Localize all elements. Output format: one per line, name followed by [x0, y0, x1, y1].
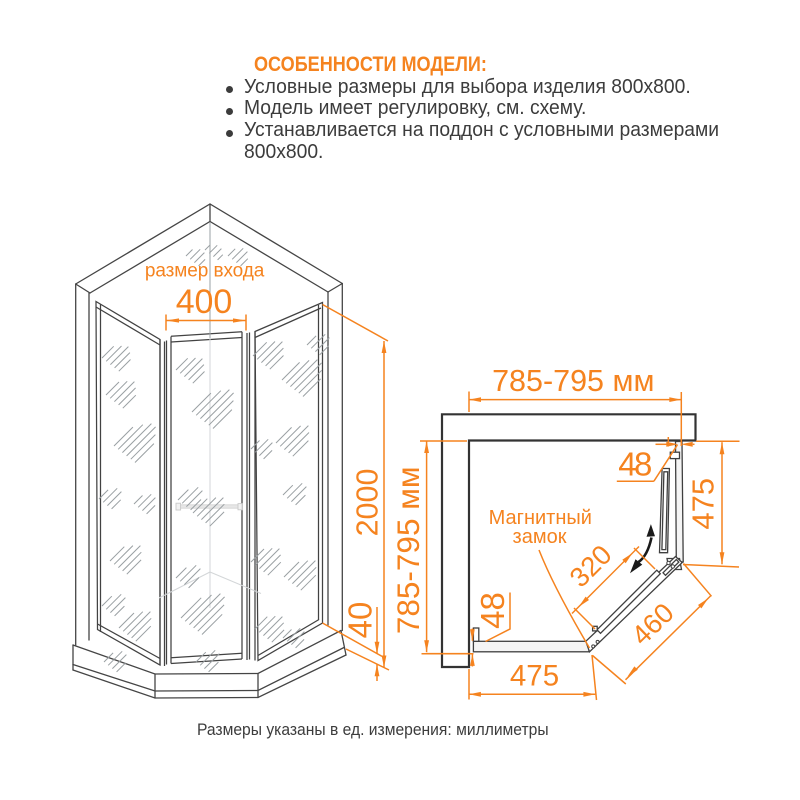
svg-text:475: 475 — [686, 478, 721, 530]
svg-text:475: 475 — [510, 660, 559, 693]
svg-text:320: 320 — [563, 539, 617, 593]
svg-text:размер входа: размер входа — [145, 260, 265, 281]
svg-text:замок: замок — [513, 526, 567, 548]
svg-text:2000: 2000 — [351, 469, 385, 537]
svg-text:48: 48 — [618, 446, 652, 483]
svg-text:785-795 мм: 785-795 мм — [390, 466, 426, 634]
svg-text:785-795 мм: 785-795 мм — [492, 364, 654, 398]
svg-text:40: 40 — [342, 602, 379, 639]
svg-text:48: 48 — [474, 592, 511, 629]
svg-text:Магнитный: Магнитный — [489, 507, 592, 529]
svg-text:400: 400 — [176, 283, 233, 321]
